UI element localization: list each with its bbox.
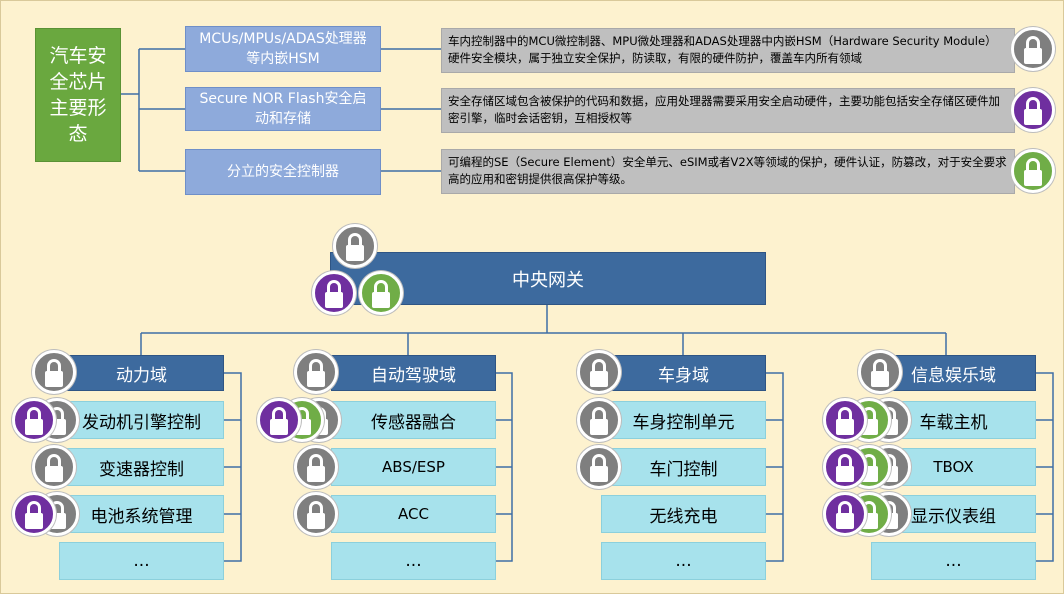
domain-body: 车身域 [601, 355, 766, 391]
purple-lock-icon [12, 492, 56, 536]
domain-item: 无线充电 [601, 495, 766, 533]
domain-item: 变速器控制 [59, 448, 224, 486]
type-box-hsm: MCUs/MPUs/ADAS处理器等内嵌HSM [185, 26, 381, 72]
domain-item: ABS/ESP [331, 448, 496, 486]
type-box-secure-flash: Secure NOR Flash安全启动和存储 [185, 87, 381, 131]
gray-lock-icon [577, 350, 621, 394]
purple-lock-icon [823, 492, 867, 536]
gray-lock-icon [32, 350, 76, 394]
gray-lock-icon [577, 398, 621, 442]
domain-item: ... [871, 542, 1036, 580]
chip-forms-title: 汽车安全芯片主要形态 [35, 28, 121, 162]
gray-lock-icon [858, 350, 902, 394]
purple-lock-icon [312, 271, 356, 315]
gray-lock-icon [294, 445, 338, 489]
domain-item: ... [601, 542, 766, 580]
gray-lock-icon [333, 224, 377, 268]
purple-lock-icon [823, 445, 867, 489]
type-box-secure-controller: 分立的安全控制器 [185, 149, 381, 195]
green-lock-icon [1011, 149, 1055, 193]
purple-lock-icon [823, 398, 867, 442]
domain-item: 电池系统管理 [59, 495, 224, 533]
gray-lock-icon [1011, 27, 1055, 71]
domain-item: ... [331, 542, 496, 580]
domain-item: ... [59, 542, 224, 580]
gray-lock-icon [577, 445, 621, 489]
domain-item: 传感器融合 [331, 401, 496, 439]
gray-lock-icon [294, 350, 338, 394]
desc-secure-controller: 可编程的SE（Secure Element）安全单元、eSIM或者V2X等领域的… [441, 149, 1015, 194]
purple-lock-icon [257, 398, 301, 442]
desc-hsm: 车内控制器中的MCU微控制器、MPU微处理器和ADAS处理器中内嵌HSM（Har… [441, 28, 1015, 73]
purple-lock-icon [12, 398, 56, 442]
gray-lock-icon [294, 492, 338, 536]
domain-item: ACC [331, 495, 496, 533]
green-lock-icon [359, 271, 403, 315]
purple-lock-icon [1011, 88, 1055, 132]
domain-item: 发动机引擎控制 [59, 401, 224, 439]
domain-item: 车身控制单元 [601, 401, 766, 439]
domain-adas: 自动驾驶域 [331, 355, 496, 391]
desc-secure-flash: 安全存储区域包含被保护的代码和数据，应用处理器需要采用安全启动硬件，主要功能包括… [441, 88, 1015, 133]
domain-powertrain: 动力域 [59, 355, 224, 391]
domain-item: 车门控制 [601, 448, 766, 486]
gray-lock-icon [32, 445, 76, 489]
